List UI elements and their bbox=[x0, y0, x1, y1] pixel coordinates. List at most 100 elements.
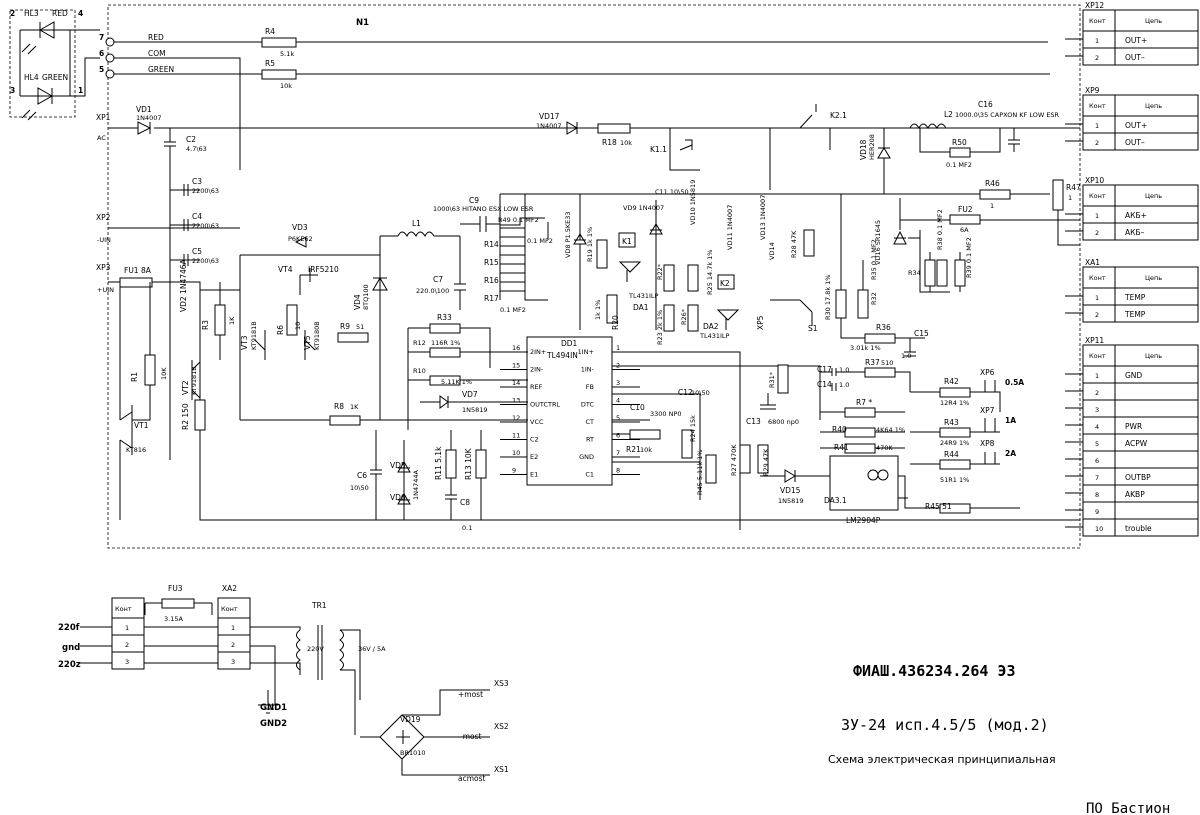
svg-text:VD8 P1.5KE33: VD8 P1.5KE33 bbox=[564, 211, 572, 258]
svg-text:VD7: VD7 bbox=[462, 390, 478, 399]
svg-text:220.0\100: 220.0\100 bbox=[416, 287, 449, 295]
ic-pin-num: 3 bbox=[616, 379, 620, 387]
svg-text:VD6: VD6 bbox=[390, 493, 406, 502]
ic-dd1-type: TL494IN bbox=[546, 351, 578, 360]
fuse-fu3: FU3 3.15A bbox=[144, 584, 213, 623]
pin-number: 3 bbox=[1095, 406, 1099, 414]
transistor-vt1: VT1 KT816 bbox=[119, 282, 149, 520]
svg-text:R25 14.7k 1%: R25 14.7k 1% bbox=[706, 250, 714, 295]
svg-text:R38 0.1 MF2: R38 0.1 MF2 bbox=[936, 209, 944, 250]
svg-text:DA2: DA2 bbox=[703, 322, 719, 331]
svg-text:R29 47K: R29 47K bbox=[762, 448, 770, 476]
svg-text:gnd: gnd bbox=[62, 643, 80, 653]
svg-text:220V: 220V bbox=[307, 645, 324, 653]
svg-text:VD19: VD19 bbox=[400, 715, 421, 724]
circuit-name: PWR bbox=[1125, 422, 1142, 431]
svg-text:R45 5.11k 1%: R45 5.11k 1% bbox=[696, 450, 704, 495]
svg-text:R35 0.1 MF2: R35 0.1 MF2 bbox=[870, 239, 878, 280]
ic-pin-num: 16 bbox=[512, 344, 520, 352]
svg-text:XP3: XP3 bbox=[96, 263, 111, 272]
svg-text:1A: 1A bbox=[1005, 416, 1016, 425]
svg-text:R30 17.8k 1%: R30 17.8k 1% bbox=[824, 275, 832, 320]
pin-number: 2 bbox=[1095, 311, 1099, 319]
svg-text:C17: C17 bbox=[817, 365, 832, 374]
svg-text:acmost: acmost bbox=[458, 774, 486, 783]
svg-text:VD4: VD4 bbox=[353, 294, 362, 310]
ic-pin-name: CT bbox=[585, 418, 594, 426]
svg-text:C8: C8 bbox=[460, 498, 470, 507]
svg-text:R43: R43 bbox=[944, 418, 959, 427]
pin-number: 6 bbox=[1095, 457, 1099, 465]
svg-text:0.1 MF2: 0.1 MF2 bbox=[946, 161, 972, 169]
shunt-selector: DA3.1 LM2904P R7 * R40 4K64 1% R41 470K … bbox=[820, 368, 1024, 525]
relay-coil-k1: K1 bbox=[622, 237, 632, 246]
svg-text:0.1: 0.1 bbox=[462, 524, 472, 532]
svg-text:VT2: VT2 bbox=[181, 380, 190, 395]
svg-text:VD1: VD1 bbox=[136, 105, 152, 114]
svg-text:1K: 1K bbox=[228, 316, 236, 325]
circuit-name: OUTBP bbox=[1125, 473, 1151, 482]
svg-text:2: 2 bbox=[10, 9, 15, 18]
svg-text:5: 5 bbox=[99, 65, 104, 74]
pin-number: 3 bbox=[125, 658, 129, 666]
circuit-name: TEMP bbox=[1124, 310, 1146, 319]
svg-text:R16: R16 bbox=[484, 276, 499, 285]
timing-network: C10 3300 NP0 C12 10\50 R21 10k R24 15k R… bbox=[612, 388, 830, 505]
pin-number: 1 bbox=[1095, 37, 1099, 45]
ic-pin-name: E1 bbox=[530, 471, 538, 479]
svg-text:XP1: XP1 bbox=[96, 113, 111, 122]
svg-text:51R1 1%: 51R1 1% bbox=[940, 476, 969, 484]
svg-text:10K: 10K bbox=[160, 367, 168, 380]
svg-text:-most: -most bbox=[460, 732, 482, 741]
column-header-circuit: Цепь bbox=[1145, 192, 1162, 200]
ic-dd1-label: DD1 bbox=[561, 339, 578, 348]
svg-text:GND1: GND1 bbox=[260, 703, 287, 713]
ic-pin-num: 5 bbox=[616, 414, 620, 422]
svg-text:R49 0.1 MF2: R49 0.1 MF2 bbox=[498, 216, 539, 224]
svg-text:1000\63 HITANO ESX LOW ESR: 1000\63 HITANO ESX LOW ESR bbox=[433, 205, 534, 213]
relay-control: VD8 P1.5KE33 R19 1k 1% R20 1k 1% K1 TL43… bbox=[564, 180, 929, 360]
port-xp2: XP2 -UIN bbox=[96, 213, 240, 244]
ic-pin-name: 2IN+ bbox=[530, 348, 546, 356]
svg-text:2200\63: 2200\63 bbox=[192, 222, 219, 230]
svg-text:VD18: VD18 bbox=[859, 139, 868, 160]
circuit-name: OUT+ bbox=[1125, 121, 1147, 130]
output-filter: C9 1000\63 HITANO ESX LOW ESR R49 0.1 MF… bbox=[433, 193, 1000, 314]
buck-stage: VD4 8TQ100 L1 C7 220.0\100 bbox=[353, 219, 466, 420]
svg-text:VD14: VD14 bbox=[768, 242, 776, 260]
feedback-network: R33 R12 116R 1% R10 5.11K 1% VD7 1N5819 … bbox=[240, 313, 528, 430]
svg-text:TL431ILP: TL431ILP bbox=[628, 292, 659, 300]
pin-number: 4 bbox=[1095, 423, 1099, 431]
svg-text:10k: 10k bbox=[620, 139, 632, 147]
svg-text:AC: AC bbox=[97, 134, 106, 142]
column-header-pin: Конт bbox=[1089, 102, 1106, 110]
svg-text:6800 np0: 6800 np0 bbox=[768, 418, 799, 426]
mains-input: 220f gnd 220z bbox=[58, 623, 112, 670]
ic-pin-name: C1 bbox=[585, 471, 594, 479]
circuit-name: AKBP bbox=[1125, 490, 1145, 499]
svg-text:R36: R36 bbox=[876, 323, 891, 332]
column-header-pin: Конт bbox=[221, 605, 238, 613]
svg-text:VT1: VT1 bbox=[134, 421, 149, 430]
ic-pin-num: 15 bbox=[512, 362, 520, 370]
svg-text:2200\63: 2200\63 bbox=[192, 187, 219, 195]
svg-text:10k: 10k bbox=[280, 82, 292, 90]
device-name: ЗУ-24 исп.4.5/5 (мод.2) bbox=[841, 716, 1049, 734]
svg-text:FU3: FU3 bbox=[168, 584, 183, 593]
svg-text:24R9 1%: 24R9 1% bbox=[940, 439, 969, 447]
svg-text:R9: R9 bbox=[340, 322, 350, 331]
ic-dd1: DD1 TL494IN bbox=[526, 336, 613, 486]
svg-text:R5: R5 bbox=[265, 59, 275, 68]
svg-text:C14: C14 bbox=[817, 380, 832, 389]
svg-text:5.11K 1%: 5.11K 1% bbox=[441, 378, 472, 386]
pin-number: 2 bbox=[1095, 229, 1099, 237]
pin-number: 5 bbox=[1095, 440, 1099, 448]
svg-text:VD3: VD3 bbox=[292, 223, 308, 232]
svg-text:RED: RED bbox=[148, 33, 164, 42]
board-outline-n1 bbox=[107, 4, 1081, 549]
led-block: 2 4 3 1 HL3 RED HL4 GREEN bbox=[9, 9, 100, 121]
